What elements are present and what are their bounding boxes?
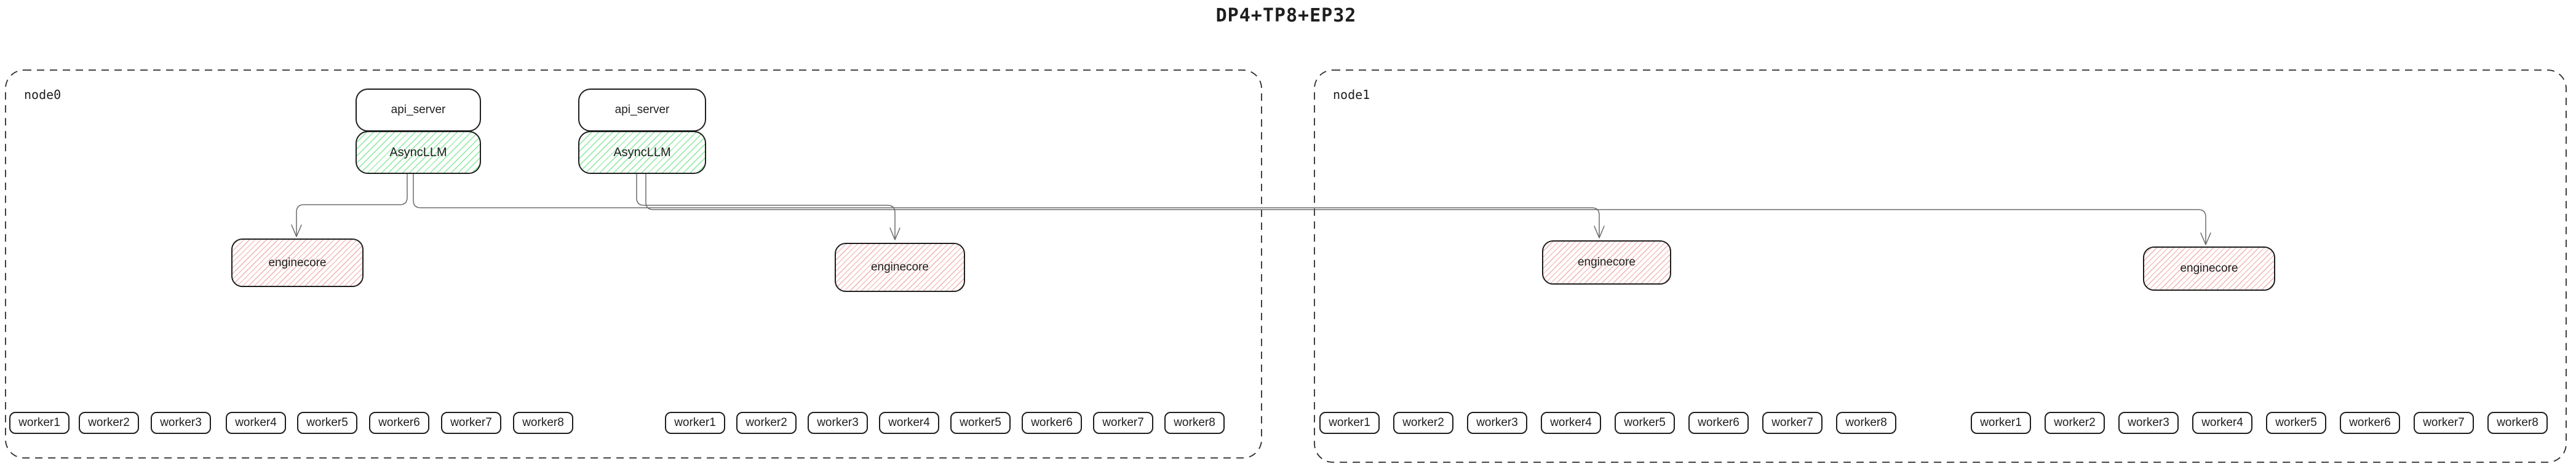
worker-box: worker6 — [369, 412, 429, 434]
arrowhead-icon — [291, 224, 302, 237]
worker-box: worker5 — [950, 412, 1011, 434]
api-server-box: api_server — [578, 89, 706, 132]
api-server-box: api_server — [356, 89, 481, 132]
worker-box: worker6 — [2340, 412, 2400, 434]
enginecore-box: enginecore — [1542, 240, 1671, 285]
worker-box: worker1 — [1319, 412, 1380, 434]
worker-box: worker7 — [1093, 412, 1153, 434]
worker-box: worker5 — [297, 412, 357, 434]
worker-box: worker5 — [1615, 412, 1675, 434]
worker-box: worker7 — [2414, 412, 2474, 434]
edge-node0/AsyncLLM[1]-to-node1/enginecore[1] — [645, 173, 2206, 245]
worker-box: worker8 — [513, 412, 573, 434]
worker-box: worker6 — [1022, 412, 1082, 434]
worker-box: worker4 — [879, 412, 939, 434]
worker-box: worker8 — [1164, 412, 1225, 434]
enginecore-box: enginecore — [835, 243, 965, 292]
worker-box: worker3 — [2118, 412, 2179, 434]
node-label-node0: node0 — [24, 87, 62, 102]
node-boundary-node0 — [5, 69, 1262, 459]
node-boundary-node1 — [1314, 69, 2567, 463]
worker-box: worker6 — [1688, 412, 1749, 434]
edge-node0/AsyncLLM[0]-to-node1/enginecore[0] — [413, 173, 1600, 238]
worker-box: worker3 — [808, 412, 868, 434]
enginecore-box: enginecore — [231, 238, 364, 287]
enginecore-box: enginecore — [2143, 246, 2275, 291]
arrowhead-icon — [2200, 232, 2211, 245]
asyncllm-box: AsyncLLM — [578, 131, 706, 174]
arrowhead-icon — [1594, 226, 1605, 238]
worker-box: worker2 — [736, 412, 797, 434]
worker-box: worker1 — [9, 412, 70, 434]
worker-box: worker1 — [665, 412, 725, 434]
edge-node0/AsyncLLM[0]-to-node0/enginecore[0] — [296, 173, 408, 237]
worker-box: worker7 — [441, 412, 501, 434]
worker-box: worker3 — [151, 412, 211, 434]
worker-box: worker3 — [1467, 412, 1527, 434]
arrowhead-icon — [889, 227, 900, 240]
diagram-title: DP4+TP8+EP32 — [1215, 5, 1357, 26]
worker-box: worker7 — [1762, 412, 1823, 434]
worker-box: worker8 — [2487, 412, 2548, 434]
worker-box: worker5 — [2266, 412, 2326, 434]
worker-box: worker2 — [2045, 412, 2105, 434]
edge-node0/AsyncLLM[1]-to-node0/enginecore[1] — [636, 173, 896, 240]
worker-box: worker1 — [1971, 412, 2031, 434]
worker-box: worker8 — [1836, 412, 1896, 434]
worker-box: worker2 — [1393, 412, 1453, 434]
asyncllm-box: AsyncLLM — [356, 131, 481, 174]
worker-box: worker4 — [1541, 412, 1601, 434]
node-label-node1: node1 — [1333, 87, 1370, 102]
worker-box: worker4 — [226, 412, 286, 434]
worker-box: worker2 — [79, 412, 139, 434]
worker-box: worker4 — [2192, 412, 2252, 434]
